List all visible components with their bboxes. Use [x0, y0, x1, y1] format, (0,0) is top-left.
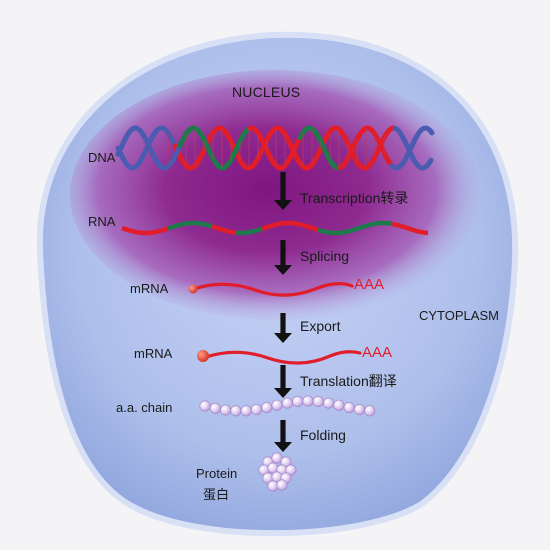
rna-segment — [211, 224, 237, 236]
cytoplasm-label: CYTOPLASM — [419, 308, 499, 323]
step-export: Export — [300, 318, 341, 334]
protein-cn-label: 蛋白 — [203, 487, 230, 502]
dna-strand-segment — [177, 125, 253, 171]
rna-strand — [121, 220, 429, 236]
down-arrow-icon — [274, 420, 292, 452]
mrna-cap — [197, 350, 209, 362]
rna-segment — [167, 220, 213, 231]
amino-acid-bead — [353, 403, 365, 415]
aa-chain-label: a.a. chain — [116, 400, 173, 415]
amino-acid-bead — [281, 397, 293, 409]
dna-strand-segment — [115, 125, 177, 171]
amino-acid-chain — [199, 395, 376, 417]
step-translation: Translation翻译 — [300, 373, 397, 389]
amino-acid-bead — [251, 403, 263, 415]
rna-label: RNA — [88, 214, 116, 229]
mrna-cytoplasm-strand — [197, 350, 362, 365]
mrna-cap — [188, 284, 198, 294]
dna-strand-segment — [297, 125, 343, 171]
rna-segment — [317, 220, 393, 236]
amino-acid-bead — [271, 399, 283, 411]
dna-strand-segment — [389, 125, 435, 171]
amino-acid-bead — [343, 401, 355, 413]
rna-segment — [235, 226, 263, 236]
polya-tail-cytoplasm: AAA — [362, 344, 393, 361]
mrna-nucleus-label: mRNA — [130, 281, 169, 296]
dna-helix — [115, 125, 435, 171]
dna-strand-segment — [392, 125, 434, 171]
amino-acid-bead — [261, 401, 273, 413]
amino-acid-bead — [302, 395, 314, 407]
rna-segment — [121, 225, 169, 236]
down-arrow-icon — [274, 313, 292, 343]
mrna-nucleus-strand — [188, 282, 354, 297]
amino-acid-bead — [220, 404, 232, 416]
amino-acid-bead — [199, 400, 211, 412]
protein-bead — [285, 464, 297, 476]
step-splicing: Splicing — [300, 248, 350, 264]
dna-strand-segment — [337, 125, 395, 171]
mrna-cytoplasm-label: mRNA — [134, 346, 173, 361]
protein-label: Protein — [196, 466, 238, 481]
rna-segment — [261, 220, 319, 233]
amino-acid-bead — [240, 405, 252, 417]
step-transcription: Transcription转录 — [300, 190, 409, 206]
amino-acid-bead — [312, 395, 324, 407]
protein-bead — [271, 452, 283, 464]
folded-protein — [258, 452, 297, 492]
down-arrow-icon — [274, 365, 292, 398]
dna-strand-segment — [115, 125, 183, 171]
amino-acid-bead — [333, 399, 345, 411]
process-arrows — [274, 172, 292, 452]
amino-acid-bead — [209, 402, 221, 414]
dna-label: DNA — [88, 150, 116, 165]
nucleus-label: NUCLEUS — [232, 84, 301, 100]
amino-acid-bead — [292, 395, 304, 407]
down-arrow-icon — [274, 172, 292, 210]
rna-segment — [391, 221, 429, 236]
amino-acid-bead — [230, 405, 242, 417]
step-folding: Folding — [300, 427, 346, 443]
down-arrow-icon — [274, 240, 292, 275]
dna-strand-segment — [172, 125, 398, 171]
polya-tail-nucleus: AAA — [354, 276, 385, 293]
amino-acid-bead — [323, 397, 335, 409]
amino-acid-bead — [364, 405, 376, 417]
nucleus-region — [70, 70, 480, 320]
protein-bead — [276, 479, 288, 491]
